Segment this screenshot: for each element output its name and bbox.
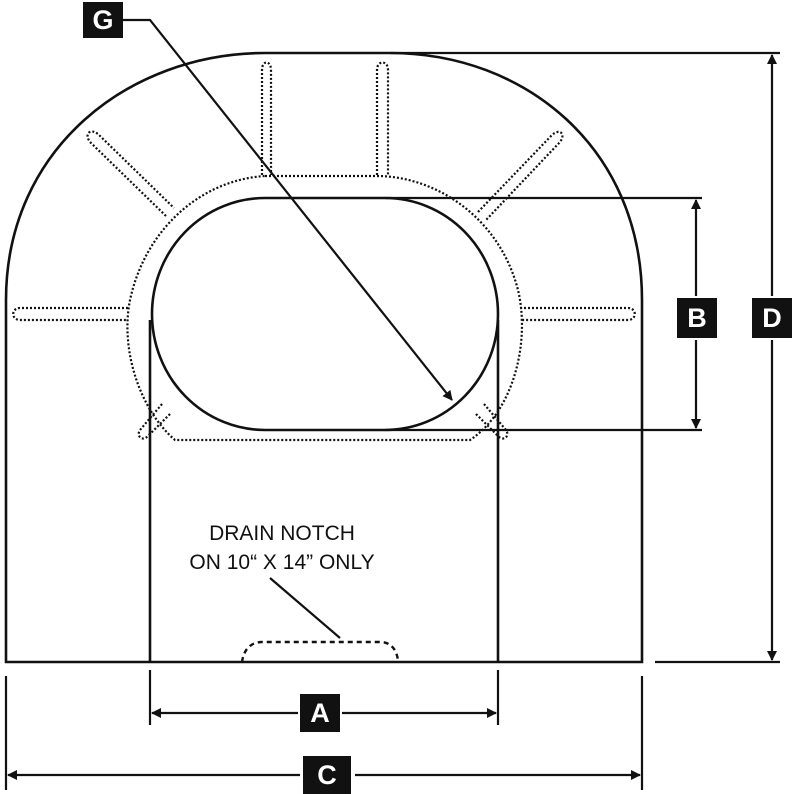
drain-notch-note-line1: DRAIN NOTCH — [209, 522, 355, 545]
rib-lower-left — [137, 403, 171, 440]
label-b: B — [687, 303, 707, 333]
dotted-inner-contour — [126, 174, 524, 442]
drain-notch — [240, 640, 400, 663]
label-a: A — [310, 698, 330, 728]
rib-top-right — [375, 61, 390, 175]
rib-left — [12, 306, 128, 322]
label-a-box — [300, 694, 340, 732]
rib-right — [520, 306, 636, 322]
drain-notch-leader — [269, 577, 341, 639]
label-c-box — [303, 756, 351, 794]
oval-opening — [150, 196, 500, 432]
label-g-box — [83, 2, 123, 38]
label-g: G — [92, 5, 113, 35]
outer-outline — [4, 51, 644, 664]
rib-top-left — [260, 61, 273, 175]
leader-g — [123, 18, 453, 401]
drain-notch-note-line2: ON 10“ X 14” ONLY — [189, 551, 374, 574]
label-d-box — [752, 298, 792, 338]
label-c: C — [317, 760, 337, 790]
label-d: D — [762, 303, 782, 333]
rib-upper-left — [86, 130, 175, 217]
label-b-box — [677, 298, 717, 338]
rib-upper-right — [477, 130, 564, 221]
